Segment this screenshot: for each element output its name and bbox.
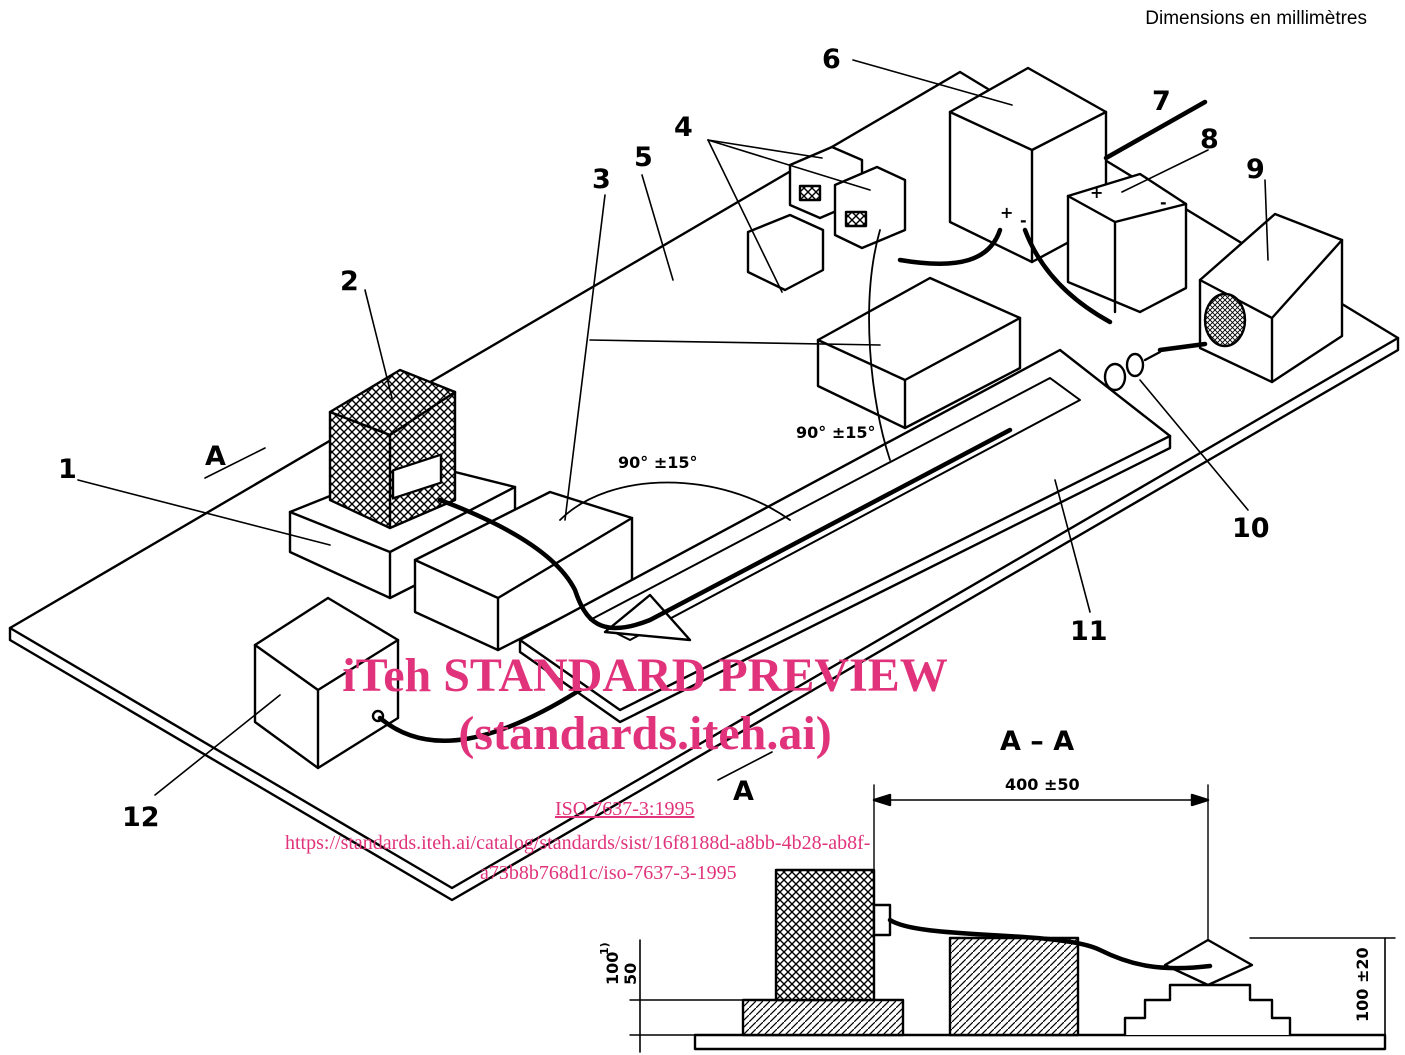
- callout-1: 1: [58, 454, 77, 485]
- watermark-title: iTeh STANDARD PREVIEW: [342, 649, 948, 702]
- dim-distance: 400 ±50: [1005, 775, 1080, 794]
- section-marker-top: A: [205, 441, 226, 472]
- callout-7: 7: [1152, 86, 1171, 117]
- callout-9: 9: [1246, 154, 1265, 185]
- coax-connector-10: [1103, 350, 1162, 392]
- callout-12: 12: [122, 802, 160, 833]
- supply-cable-7: [1103, 99, 1208, 161]
- section-marker-bottom: A: [733, 776, 754, 807]
- cable-battery: [1022, 227, 1113, 325]
- dim-height-left-b: 50: [621, 963, 640, 985]
- sensor-boxes-4: [746, 145, 907, 292]
- cable-amplifier: [1157, 341, 1208, 353]
- amplifier-9: [1198, 212, 1344, 384]
- dim-height-left-a: 100: [603, 952, 622, 985]
- callout-5: 5: [634, 142, 653, 173]
- stripline-11: [518, 348, 1172, 724]
- angle-arc-1: [559, 481, 791, 521]
- battery-plus-terminal: +: [1090, 183, 1103, 202]
- cable-instrument: [377, 687, 583, 744]
- angle-label-1: 90° ±15°: [618, 453, 698, 472]
- ground-plane-edge: [8, 336, 1400, 902]
- dim-height-right: 100 ±20: [1353, 947, 1372, 1022]
- callout-4: 4: [674, 112, 693, 143]
- callout-3: 3: [592, 164, 611, 195]
- supply-minus-terminal: -: [1020, 211, 1027, 230]
- dim-height-left-footnote: 1): [598, 942, 611, 955]
- watermark-url-line1: https://standards.iteh.ai/catalog/standa…: [285, 832, 871, 854]
- angle-arc-2: [868, 229, 891, 461]
- watermark-standard-link[interactable]: ISO 7637-3:1995: [555, 798, 695, 820]
- cable-eut: [437, 427, 1013, 631]
- callout-11: 11: [1070, 616, 1108, 647]
- measuring-instrument-12: [253, 596, 400, 770]
- ground-plane: [8, 70, 1400, 890]
- section-a-a: [629, 784, 1396, 1053]
- callout-6: 6: [822, 44, 841, 75]
- callout-8: 8: [1200, 124, 1219, 155]
- angle-label-2: 90° ±15°: [796, 423, 876, 442]
- units-note: Dimensions en millimètres: [1145, 8, 1367, 29]
- cable-supply: [897, 227, 1003, 266]
- watermark-site: (standards.iteh.ai): [458, 707, 832, 760]
- supply-plus-terminal: +: [1000, 203, 1013, 222]
- equipment-under-test: [328, 368, 457, 530]
- section-title: A – A: [1000, 726, 1074, 757]
- watermark-url-line2: a73b8b768d1c/iso-7637-3-1995: [480, 862, 737, 884]
- battery-8: [1066, 172, 1188, 314]
- callout-2: 2: [340, 266, 359, 297]
- battery-minus-terminal: -: [1160, 193, 1167, 212]
- callout-10: 10: [1232, 513, 1270, 544]
